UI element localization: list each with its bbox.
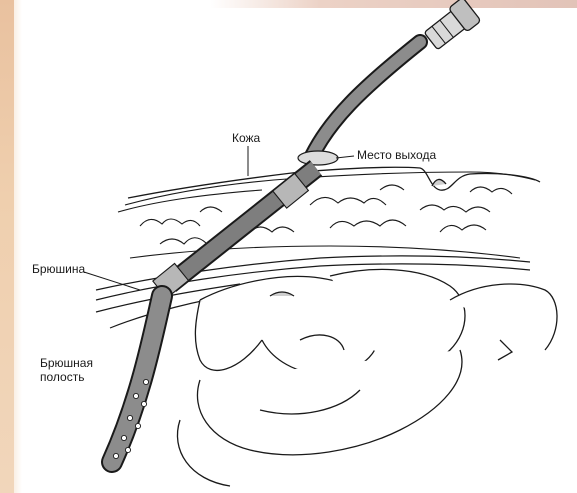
catheter-connector [422, 0, 481, 53]
peritoneum-leader-line [84, 272, 140, 290]
abdominal-cavity-label-line-1: Брюшная [40, 356, 120, 370]
peritoneum-label: Брюшина [32, 262, 85, 276]
abdominal-cavity-label-line-2: полость [40, 370, 120, 384]
subcutaneous-tissue [118, 172, 535, 258]
catheter-external [298, 0, 481, 165]
skin-label: Кожа [232, 131, 260, 145]
exit-site-leader-line [336, 156, 354, 158]
abdominal-cavity-label: Брюшная полость [40, 356, 120, 384]
exit-site-label: Место выхода [357, 148, 436, 162]
intestine-loops [177, 269, 557, 486]
